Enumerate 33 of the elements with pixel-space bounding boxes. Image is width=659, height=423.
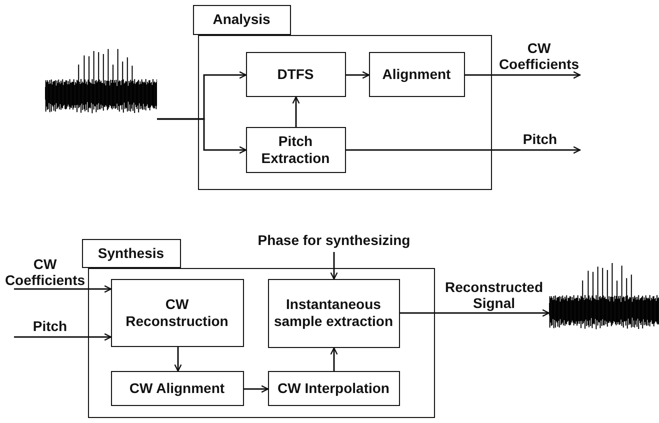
- edge-label: CW Coefficients: [498, 40, 580, 72]
- arrow: [465, 71, 581, 79]
- process-box: [268, 278, 400, 348]
- box-label: Instantaneous sample extraction: [272, 296, 394, 330]
- arrow: [346, 146, 581, 154]
- box-label: CW Alignment: [128, 380, 226, 396]
- arrow: [244, 385, 269, 393]
- arrow: [400, 309, 550, 317]
- process-box: [110, 278, 244, 346]
- panel-title-tab: Analysis: [192, 4, 290, 34]
- arrow: [14, 333, 112, 341]
- arrow: [330, 252, 338, 280]
- arrow: [292, 96, 300, 127]
- box-label: DTFS: [276, 66, 315, 82]
- box-label: CW Interpolation: [276, 380, 390, 396]
- arrow: [346, 71, 370, 79]
- process-box: [246, 52, 346, 96]
- arrow: [14, 285, 112, 293]
- arrow: [330, 347, 338, 371]
- panel-title-tab: Synthesis: [82, 238, 180, 268]
- box-label: Alignment: [381, 66, 452, 82]
- edge-label: Pitch: [32, 318, 68, 334]
- process-box: [246, 126, 346, 172]
- edge-label: Pitch: [522, 131, 558, 148]
- box-label: CW Reconstruction: [124, 296, 230, 330]
- process-box: [368, 52, 464, 96]
- process-box: [110, 370, 244, 406]
- edge-label: Phase for synthesizing: [256, 232, 412, 248]
- edge-label: Reconstructed Signal: [444, 279, 544, 312]
- box-label: Pitch Extraction: [260, 132, 331, 166]
- process-box: [268, 370, 400, 406]
- arrow: [174, 347, 182, 372]
- arrow: [157, 118, 247, 154]
